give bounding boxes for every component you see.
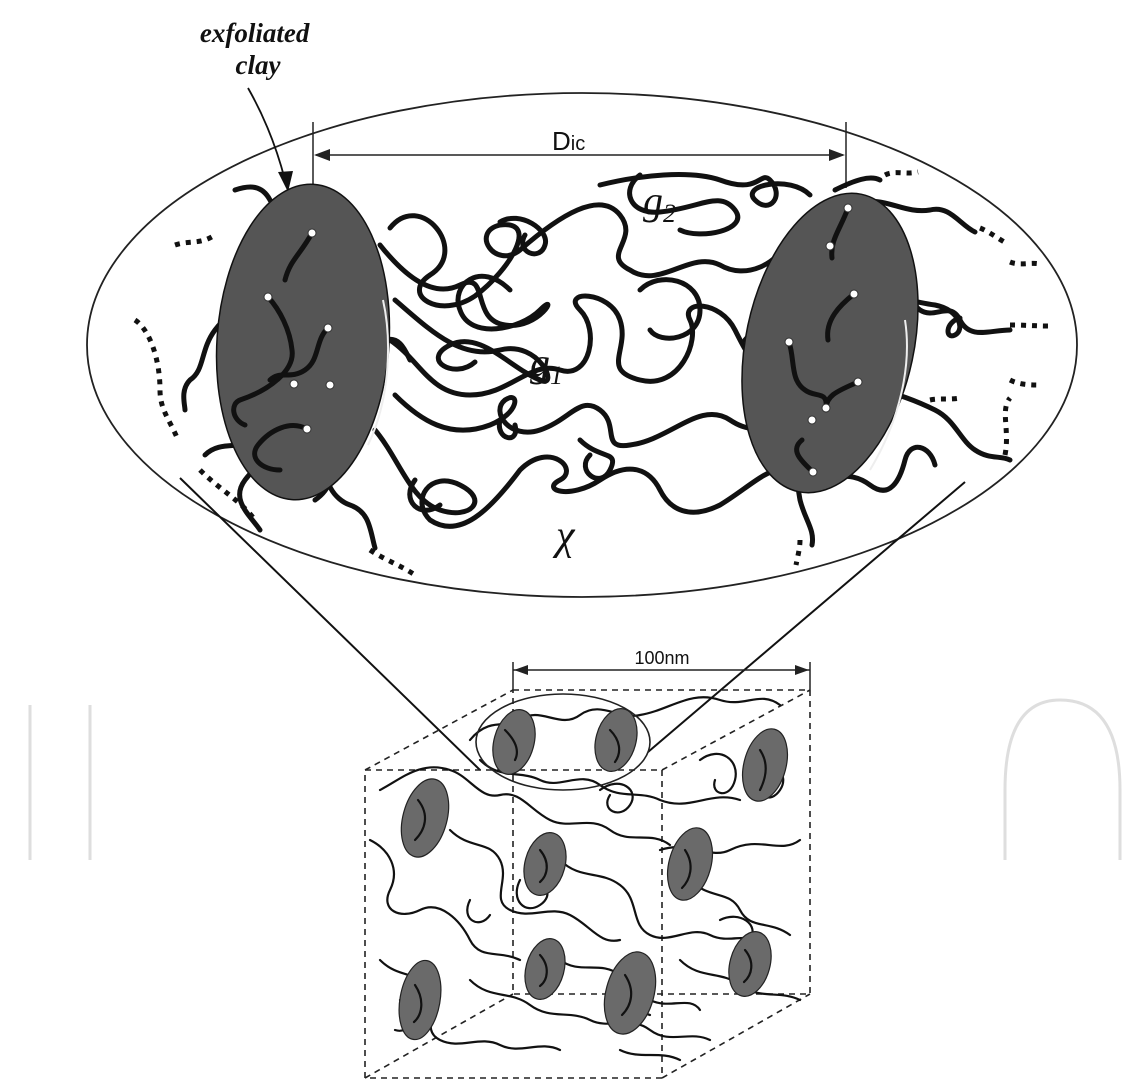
cube-grafted-chains: [414, 730, 766, 1022]
cube-clay-platelets: [393, 704, 795, 1043]
chi-label: χ: [552, 513, 576, 559]
scale-bar-label: 100nm: [634, 648, 689, 668]
magnified-view: Dic exfoliated clay: [87, 18, 1077, 770]
nanocomposite-cube: 100nm: [365, 648, 810, 1078]
scale-bar: 100nm: [513, 648, 810, 690]
exfoliated-clay-label: exfoliated clay: [200, 18, 316, 80]
